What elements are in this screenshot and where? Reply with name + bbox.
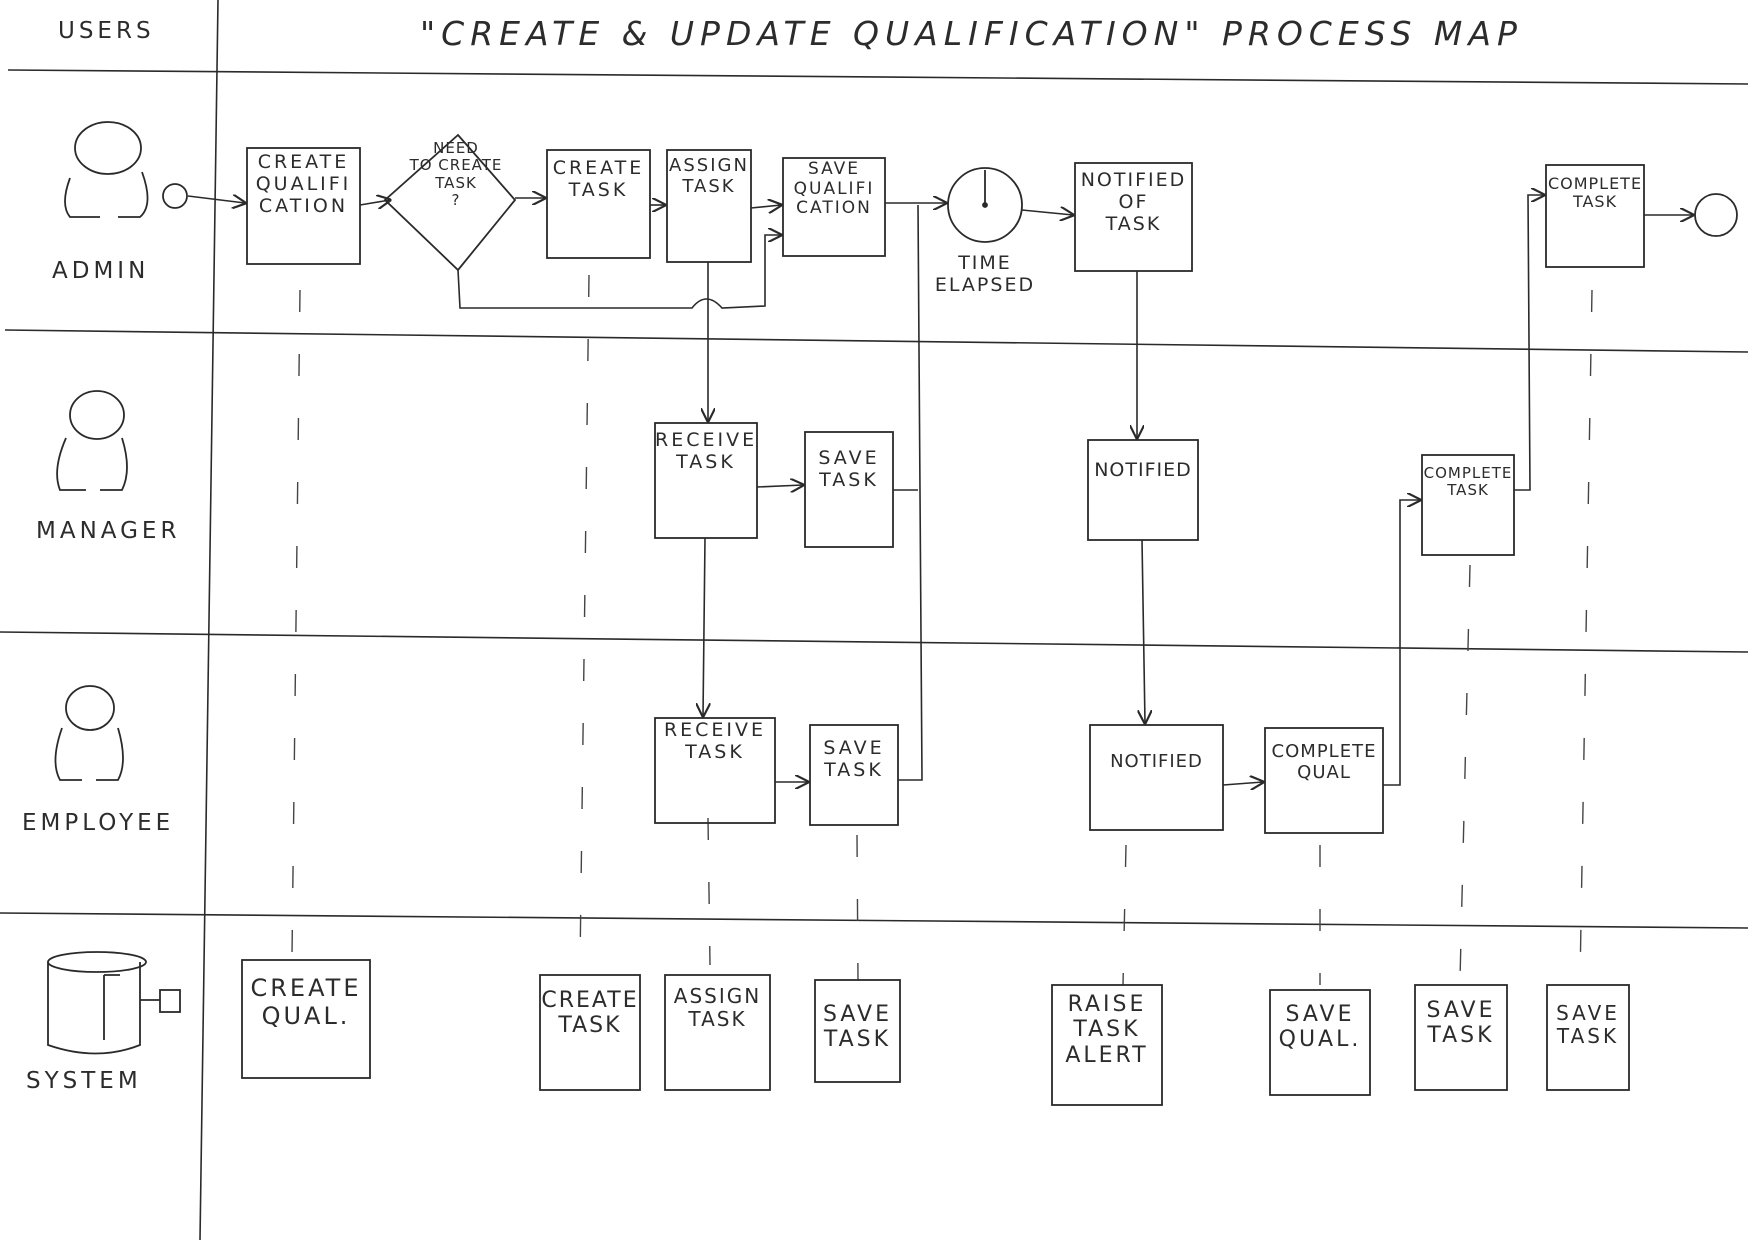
- node-employee-receive: RECEIVE TASK: [663, 719, 767, 763]
- node-system-raise-alert: RAISE TASK ALERT: [1065, 992, 1149, 1068]
- person-icon: [64, 121, 149, 218]
- admin-assign-task-box: [666, 149, 752, 263]
- lane-label-admin: ADMIN: [52, 258, 150, 284]
- connector-manager-receive-to-save: [756, 485, 803, 487]
- connector-assign-to-save-qual: [750, 205, 781, 208]
- database-icon: [47, 951, 181, 1055]
- timer-icon: [947, 167, 1023, 243]
- lane-label-system: SYSTEM: [26, 1068, 142, 1094]
- node-admin-assign-task: ASSIGN TASK: [669, 155, 749, 197]
- node-employee-complete: COMPLETE QUAL: [1271, 741, 1377, 783]
- admin-create-task-box: [546, 149, 651, 259]
- employee-notified-box: [1089, 724, 1224, 831]
- lane-divider-manager-employee: [0, 631, 1749, 653]
- manager-notified-box: [1087, 439, 1199, 541]
- header-column-divider: [199, 0, 219, 1240]
- person-icon: [54, 685, 124, 781]
- title-row-divider: [7, 69, 1749, 85]
- node-manager-receive: RECEIVE TASK: [655, 429, 758, 473]
- employee-save-box: [809, 724, 899, 826]
- node-system-save-task-2: SAVE TASK: [1426, 998, 1496, 1049]
- lane-label-manager: MANAGER: [36, 518, 181, 544]
- node-employee-notified: NOTIFIED: [1110, 751, 1203, 772]
- start-event: [162, 183, 188, 209]
- node-system-save-qual: SAVE QUAL.: [1278, 1002, 1362, 1053]
- lifelines: [291, 274, 1593, 986]
- connector-manager-notified-to-employee: [1142, 539, 1145, 723]
- node-manager-save: SAVE TASK: [818, 447, 880, 491]
- node-system-create-qual: CREATE QUAL.: [250, 974, 362, 1030]
- connector-employee-notified-to-complete-qual: [1222, 782, 1263, 785]
- connector-complete-qual-to-manager-complete: [1383, 500, 1420, 786]
- employee-complete-box: [1264, 727, 1384, 834]
- node-admin-create-qual: CREATE QUALIFI CATION: [255, 151, 352, 217]
- connector-manager-receive-to-employee-receive: [703, 537, 705, 716]
- node-admin-decision: NEED TO CREATE TASK ?: [409, 139, 503, 209]
- connector-start-to-create-qual: [187, 196, 245, 203]
- node-system-assign-task: ASSIGN TASK: [673, 984, 762, 1031]
- connector-decision-no-to-save-qual: [457, 235, 781, 309]
- end-event: [1694, 193, 1738, 237]
- connector-manager-complete-to-admin-complete: [1514, 195, 1544, 491]
- node-admin-save-qual: SAVE QUALIFI CATION: [793, 159, 875, 219]
- node-admin-complete: COMPLETE TASK: [1547, 174, 1643, 212]
- manager-receive-box: [654, 422, 758, 539]
- system-assign-task-box: [664, 974, 771, 1091]
- page-title: "CREATE & UPDATE QUALIFICATION" PROCESS …: [420, 14, 1523, 53]
- system-save-task-3-box: [1546, 984, 1630, 1091]
- admin-complete-box: [1545, 164, 1645, 268]
- connector-timer-to-notified: [1021, 210, 1073, 215]
- node-admin-timer: TIME ELAPSED: [934, 252, 1036, 296]
- node-manager-complete: COMPLETE TASK: [1423, 464, 1513, 500]
- node-manager-notified: NOTIFIED: [1094, 459, 1192, 481]
- system-create-task-box: [539, 974, 641, 1091]
- lane-label-employee: EMPLOYEE: [22, 810, 175, 836]
- person-icon: [56, 390, 128, 491]
- system-save-task-1-box: [814, 979, 901, 1083]
- connector-create-qual-to-decision: [359, 200, 390, 205]
- system-save-task-2-box: [1414, 984, 1508, 1091]
- employee-receive-box: [654, 717, 776, 824]
- connector-employee-save-to-admin-flow: [898, 204, 923, 781]
- lane-divider-admin-manager: [4, 329, 1749, 353]
- node-system-save-task-3: SAVE TASK: [1556, 1001, 1620, 1048]
- node-admin-notified: NOTIFIED OF TASK: [1080, 169, 1187, 235]
- system-save-qual-box: [1269, 989, 1371, 1096]
- node-employee-save: SAVE TASK: [823, 737, 885, 781]
- header-users: USERS: [58, 18, 155, 44]
- lane-divider-employee-system: [0, 912, 1749, 929]
- node-system-save-task-1: SAVE TASK: [823, 1002, 892, 1053]
- node-system-create-task: CREATE TASK: [541, 988, 639, 1039]
- node-admin-create-task: CREATE TASK: [552, 157, 645, 201]
- manager-complete-box: [1421, 454, 1515, 556]
- system-raise-alert-box: [1051, 984, 1163, 1106]
- system-create-qual-box: [241, 959, 371, 1079]
